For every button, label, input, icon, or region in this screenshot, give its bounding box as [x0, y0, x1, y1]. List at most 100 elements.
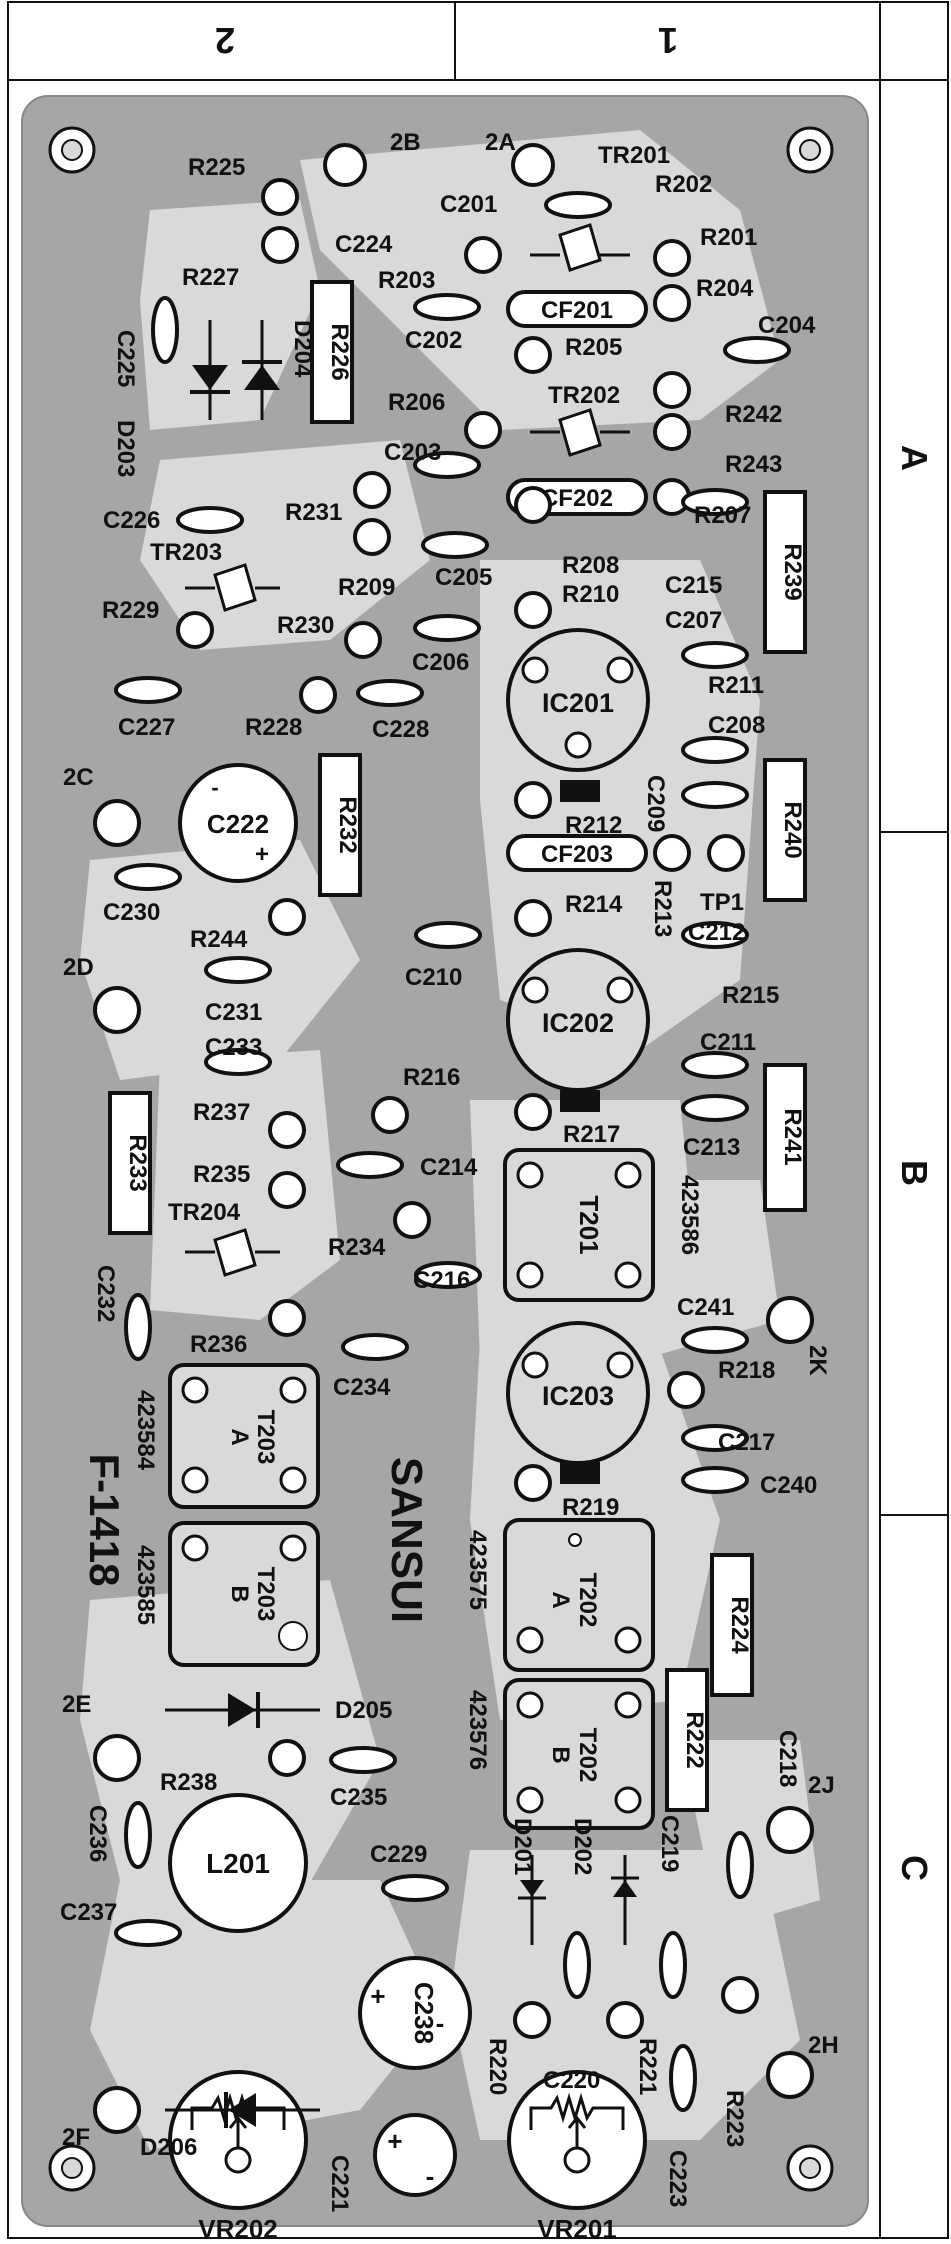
label-r220: R220 [484, 2038, 511, 2095]
label-c218: C218 [774, 1730, 801, 1787]
t203-a-label: T203 [252, 1410, 279, 1465]
label-c233: C233 [205, 1034, 262, 1061]
d206 [165, 2092, 320, 2128]
label-c237: C237 [60, 1899, 117, 1926]
label-r219: R219 [562, 1494, 619, 1521]
ic203-label: IC203 [542, 1381, 614, 1411]
c222-plus: + [255, 841, 269, 868]
c238: C238 + - [358, 1956, 472, 2070]
label-r238: R238 [160, 1769, 217, 1796]
label-2e: 2E [62, 1691, 91, 1718]
label-c217: C217 [718, 1429, 775, 1456]
label-r207: R207 [694, 502, 751, 529]
label-c207: C207 [665, 607, 722, 634]
label-d201: D201 [509, 1818, 536, 1875]
label-part423585: 423585 [132, 1545, 159, 1625]
label-c201: C201 [440, 191, 497, 218]
ic202-label: IC202 [542, 1008, 614, 1038]
t201: T201 [503, 1148, 655, 1302]
vr202[interactable] [168, 2070, 308, 2210]
ic203: IC203 [506, 1321, 650, 1484]
label-c213: C213 [683, 1134, 740, 1161]
label-2f: 2F [62, 2124, 90, 2151]
r232-label: R232 [334, 796, 361, 853]
label-c223: C223 [664, 2150, 691, 2207]
r226: R226 [310, 280, 354, 424]
label-r204: R204 [696, 275, 754, 302]
label-2k: 2K [804, 1345, 831, 1376]
label-2b: 2B [390, 129, 421, 156]
label-r202: R202 [655, 171, 712, 198]
label-c225: C225 [112, 330, 139, 387]
c222: C222 - + [178, 763, 298, 883]
label-part423576: 423576 [464, 1690, 491, 1770]
tr203 [185, 563, 280, 612]
label-r227: R227 [182, 264, 239, 291]
label-c227: C227 [118, 714, 175, 741]
label-c214: C214 [420, 1154, 478, 1181]
label-r229: R229 [102, 597, 159, 624]
t203-b: T203 B [168, 1521, 320, 1667]
label-r223: R223 [721, 2090, 748, 2147]
t202-b-sub: B [547, 1746, 574, 1763]
vr202-label: VR202 [198, 2214, 278, 2244]
ic201: IC201 [506, 628, 650, 802]
c238-label: C238 [409, 1982, 439, 2044]
label-r235: R235 [193, 1161, 250, 1188]
c221-cap: + - [373, 2113, 457, 2197]
label-d205: D205 [335, 1697, 392, 1724]
label-r201: R201 [700, 224, 757, 251]
label-c235: C235 [330, 1784, 387, 1811]
r224: R224 [710, 1553, 754, 1697]
label-r215: R215 [722, 982, 779, 1009]
c221-plus: + [387, 2126, 402, 2156]
label-r218: R218 [718, 1357, 775, 1384]
label-r236: R236 [190, 1331, 247, 1358]
t202-a-label: T202 [574, 1573, 601, 1628]
row-label-c: C [894, 1855, 935, 1881]
vr201[interactable] [507, 2070, 647, 2210]
t202-a: T202 A [503, 1518, 655, 1672]
tr201 [530, 223, 630, 272]
label-c208: C208 [708, 712, 765, 739]
c238-plus: + [370, 1981, 385, 2011]
d205 [165, 1692, 320, 1728]
r233-label: R233 [124, 1134, 151, 1191]
label-r203: R203 [378, 267, 435, 294]
label-r214: R214 [565, 891, 623, 918]
ic202: IC202 [506, 948, 650, 1112]
label-2j: 2J [808, 1772, 835, 1799]
component-labels: R225 2B 2A C201 TR201 R202 C224 R201 R22… [60, 129, 839, 2161]
label-d203: D203 [112, 420, 139, 477]
label-tr203: TR203 [150, 539, 222, 566]
label-tp1: TP1 [700, 889, 744, 916]
r240: R240 [763, 758, 807, 902]
t202-b-label: T202 [574, 1728, 601, 1783]
label-c230: C230 [103, 899, 160, 926]
label-r234: R234 [328, 1234, 386, 1261]
maker-logo: SANSUI [382, 1457, 431, 1623]
d201 [518, 1855, 546, 1945]
label-c231: C231 [205, 999, 262, 1026]
label-2h: 2H [808, 2032, 839, 2059]
label-r237: R237 [193, 1099, 250, 1126]
label-c215: C215 [665, 572, 722, 599]
small-caps [114, 191, 791, 2112]
label-r206: R206 [388, 389, 445, 416]
t202-b: T202 B [503, 1678, 655, 1830]
c221-minus: - [426, 2161, 435, 2191]
label-r225: R225 [188, 154, 245, 181]
label-r213: R213 [649, 880, 676, 937]
t203-b-sub: B [226, 1585, 253, 1602]
tr202 [530, 408, 630, 457]
d202 [611, 1855, 639, 1945]
c238-minus: - [436, 2008, 445, 2038]
r222: R222 [665, 1668, 709, 1812]
r241-label: R241 [779, 1108, 806, 1165]
t201-label: T201 [574, 1195, 604, 1254]
column-label-2: 2 [215, 20, 235, 61]
label-r208: R208 [562, 552, 619, 579]
cf203-label: CF203 [541, 841, 613, 868]
d203 [190, 320, 230, 420]
label-r243: R243 [725, 451, 782, 478]
